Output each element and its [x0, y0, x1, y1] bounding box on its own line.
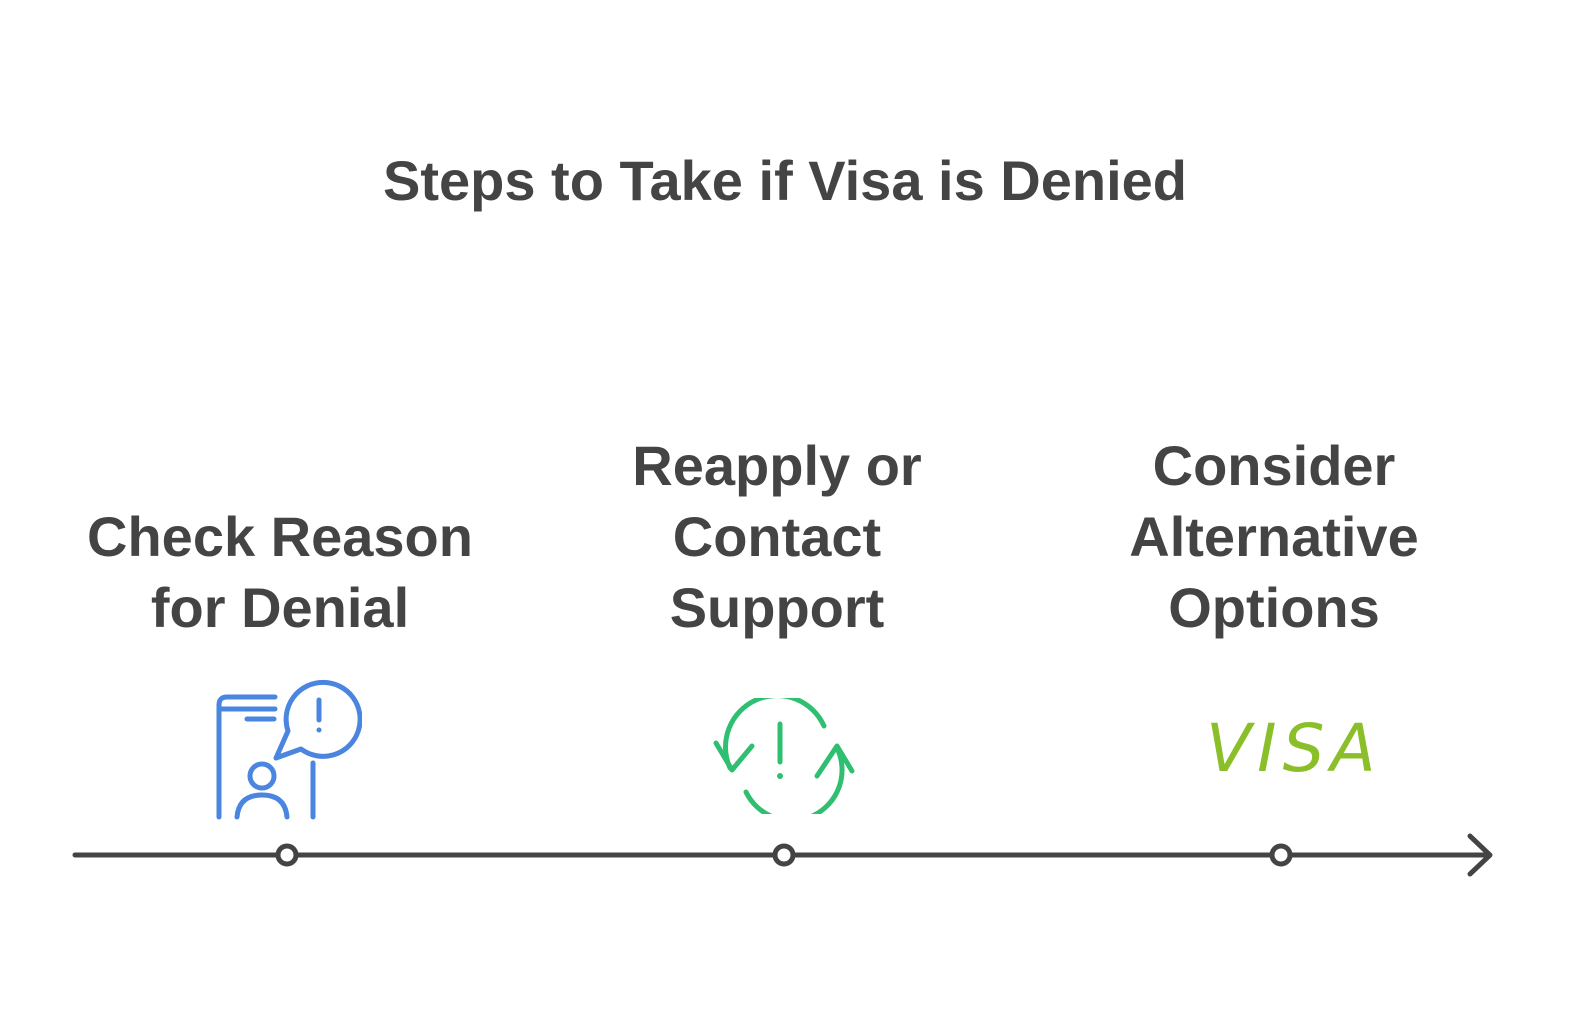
visa-logo-icon: VISA	[1206, 710, 1382, 787]
step-2-label: Reapply or Contact Support	[632, 434, 922, 639]
timeline-marker-3	[1269, 843, 1293, 867]
visa-logo-text: VISA	[1206, 710, 1382, 787]
phone-user-alert-icon	[212, 675, 363, 825]
diagram-title: Steps to Take if Visa is Denied	[383, 149, 1187, 212]
timeline-marker-1	[275, 843, 299, 867]
step-1-label: Check Reason for Denial	[87, 505, 473, 639]
timeline-arrowhead	[1467, 833, 1493, 877]
timeline-marker-2	[772, 843, 796, 867]
refresh-alert-icon	[710, 693, 858, 823]
step-3-label: Consider Alternative Options	[1129, 434, 1419, 639]
